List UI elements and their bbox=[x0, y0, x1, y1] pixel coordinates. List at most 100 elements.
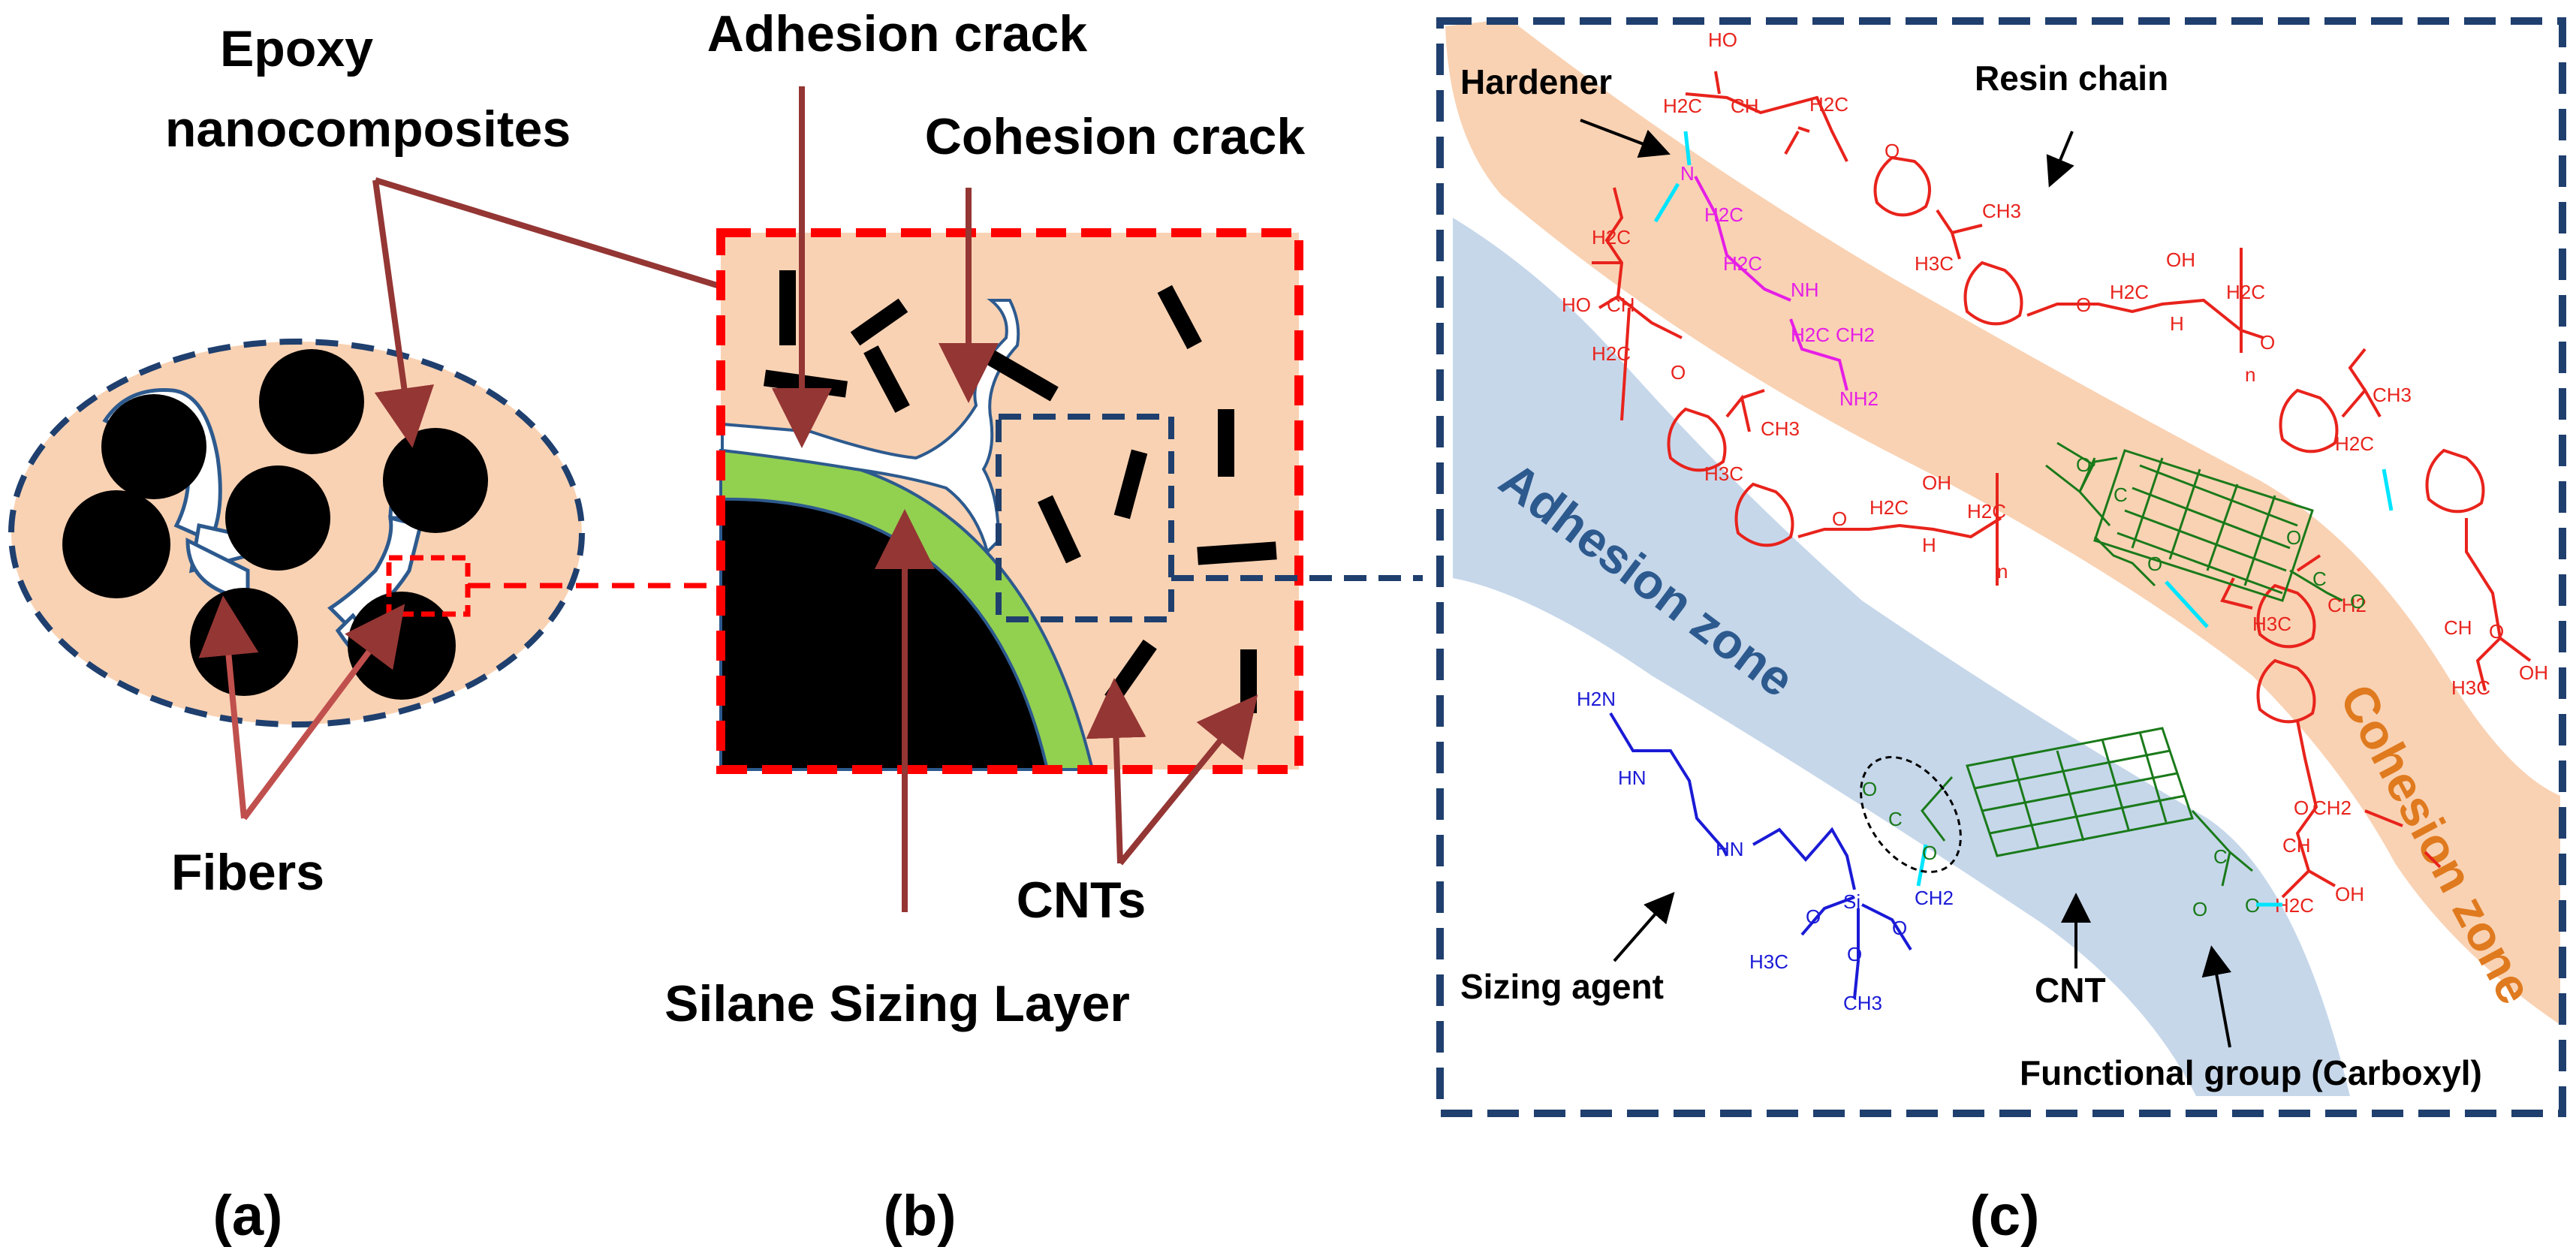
resin-o-3: O bbox=[2260, 331, 2275, 354]
cnt-lower-c-2: C bbox=[2213, 845, 2228, 868]
adhesion-zone-band bbox=[1453, 218, 2350, 1096]
resin-hc-2: CH bbox=[2282, 834, 2311, 857]
panel-c-label: (c) bbox=[1970, 1184, 2040, 1248]
resin-labels: HO H2C CH H2C O CH3 H3C O H2C OH H H2C O… bbox=[1562, 29, 2548, 917]
resin-h3c-4: H3C bbox=[2252, 613, 2291, 635]
sizing-hn-2: HN bbox=[1716, 838, 1744, 860]
cnt-lower-o-3: O bbox=[2192, 898, 2207, 920]
resin-ch: CH bbox=[1731, 95, 1759, 117]
cnt-upper-c-1: C bbox=[2114, 483, 2128, 506]
hardener-label: Hardener bbox=[1460, 62, 1612, 101]
resin-o-2: O bbox=[2076, 294, 2091, 316]
cnt-lower-c-1: C bbox=[1888, 808, 1903, 830]
sizing-o-2: O bbox=[1892, 917, 1907, 939]
cnt-bar bbox=[863, 345, 910, 413]
resin-hc: CH bbox=[2444, 616, 2472, 639]
resin-n-2: n bbox=[1997, 560, 2008, 583]
panel-c: Adhesion zone Cohesion zone bbox=[1436, 17, 2566, 1248]
sizing-agent: H2N HN HN Si O H3C O O CH3 CH2 bbox=[1577, 688, 1954, 1014]
cnt-upper: O C O C O O bbox=[2045, 441, 2394, 628]
resin-n-1: n bbox=[2245, 363, 2255, 386]
hardener-ch2: CH2 bbox=[1836, 324, 1875, 346]
resin-ch2-2: CH2 bbox=[2312, 797, 2352, 819]
resin-h3c-3: H3C bbox=[2451, 676, 2490, 699]
hardener-nh: NH bbox=[1791, 279, 1819, 301]
resin-ch-2: CH bbox=[1607, 294, 1635, 316]
cnt-lower-o-2: O bbox=[1922, 842, 1937, 864]
cnt-bar bbox=[1038, 495, 1081, 564]
resin-o-7: O bbox=[2294, 797, 2309, 819]
resin-chain bbox=[1592, 71, 2532, 899]
cnt-lower-o-1: O bbox=[1862, 778, 1877, 800]
hardener-h2c-3: H2C bbox=[1791, 324, 1830, 346]
panel-a: Epoxy nanocomposites Fibers (a) bbox=[8, 20, 789, 1248]
hardener: N H2C H2C NH H2C CH2 NH2 bbox=[1653, 131, 1879, 410]
resin-h3c-2: H3C bbox=[1704, 462, 1743, 485]
resin-oh-3: OH bbox=[2519, 661, 2548, 684]
resin-ho-2: HO bbox=[1562, 294, 1591, 316]
resin-h2c: H2C bbox=[1663, 95, 1702, 117]
hardener-nh2: NH2 bbox=[1839, 387, 1879, 410]
resin-h-2: H bbox=[1922, 534, 1936, 556]
resin-h2-4: H2C bbox=[1967, 500, 2006, 523]
cnts-label: CNTs bbox=[1017, 872, 1146, 929]
cohesion-zone-band bbox=[1445, 19, 2560, 1025]
resin-chain-label: Resin chain bbox=[1975, 59, 2168, 98]
cnt-bar bbox=[850, 298, 908, 346]
resin-h2-1: H2C bbox=[2110, 281, 2149, 303]
panel-a-label: (a) bbox=[213, 1184, 283, 1248]
fiber-arrows bbox=[198, 595, 405, 821]
cnt-upper-c-2: C bbox=[2312, 568, 2327, 590]
cnt-bar bbox=[1197, 541, 1277, 565]
hardener-h2c-1: H2C bbox=[1704, 203, 1743, 226]
resin-o: O bbox=[1885, 140, 1900, 162]
resin-h2c-3: H2C bbox=[1592, 226, 1631, 248]
fiber-quarter bbox=[719, 497, 1050, 771]
cnt-lower: C O O C O O bbox=[1860, 727, 2282, 920]
cnt-upper-o-3: O bbox=[2350, 590, 2365, 613]
epoxy-arrows bbox=[372, 177, 789, 448]
sizing-agent-label: Sizing agent bbox=[1460, 967, 1664, 1006]
resin-ch3-2: CH3 bbox=[1761, 417, 1800, 440]
silane-layer-label: Silane Sizing Layer bbox=[664, 975, 1130, 1032]
resin-ch3: CH3 bbox=[1982, 200, 2021, 222]
resin-oh-1: OH bbox=[2166, 248, 2195, 271]
resin-h: H bbox=[2170, 312, 2184, 335]
sizing-si: Si bbox=[1843, 890, 1860, 913]
sizing-h2n: H2N bbox=[1577, 688, 1616, 710]
cnt-upper-o-2: O bbox=[2147, 553, 2162, 575]
zoom-box-b bbox=[996, 414, 1174, 622]
carboxyl-highlight bbox=[1860, 756, 1962, 873]
cnt-upper-o-1: O bbox=[2076, 453, 2091, 476]
cnt-bar bbox=[1157, 285, 1202, 350]
cnt-bar bbox=[1218, 409, 1234, 477]
fibers-label: Fibers bbox=[171, 844, 324, 901]
resin-ho: HO bbox=[1708, 29, 1737, 51]
sizing-h3c: H3C bbox=[1749, 950, 1788, 973]
cnt-upper-o-4: O bbox=[2286, 526, 2301, 549]
sizing-ch2: CH2 bbox=[1915, 887, 1954, 909]
zoom-frame-b-border bbox=[716, 228, 1303, 774]
resin-h2c-2: H2C bbox=[1809, 93, 1848, 116]
panel-b-label: (b) bbox=[883, 1184, 956, 1248]
sizing-o-3: O bbox=[1847, 943, 1862, 965]
cnt-bar bbox=[1113, 449, 1148, 520]
resin-h2c-4: H2C bbox=[1592, 342, 1631, 365]
cnt-label: CNT bbox=[2035, 971, 2106, 1010]
cnt-lower-o-4: O bbox=[2245, 894, 2260, 917]
resin-o-4: O bbox=[1671, 361, 1686, 384]
panel-c-arrows bbox=[1580, 119, 2231, 1048]
resin-oh-4: OH bbox=[2335, 883, 2364, 905]
sizing-hn: HN bbox=[1618, 767, 1647, 789]
resin-o-5: O bbox=[1832, 508, 1847, 530]
resin-h2-2: H2C bbox=[2226, 281, 2265, 303]
hardener-h2c-2: H2C bbox=[1723, 252, 1762, 275]
zoom-frame-c bbox=[1436, 17, 2566, 1117]
functional-group-label: Functional group (Carboxyl) bbox=[2020, 1053, 2482, 1092]
cohesion-crack-label: Cohesion crack bbox=[925, 108, 1306, 165]
hardener-n: N bbox=[1680, 162, 1695, 185]
resin-h2-3: H2C bbox=[1869, 496, 1909, 519]
resin-oh-2: OH bbox=[1922, 471, 1951, 494]
sizing-o-1: O bbox=[1806, 905, 1821, 928]
